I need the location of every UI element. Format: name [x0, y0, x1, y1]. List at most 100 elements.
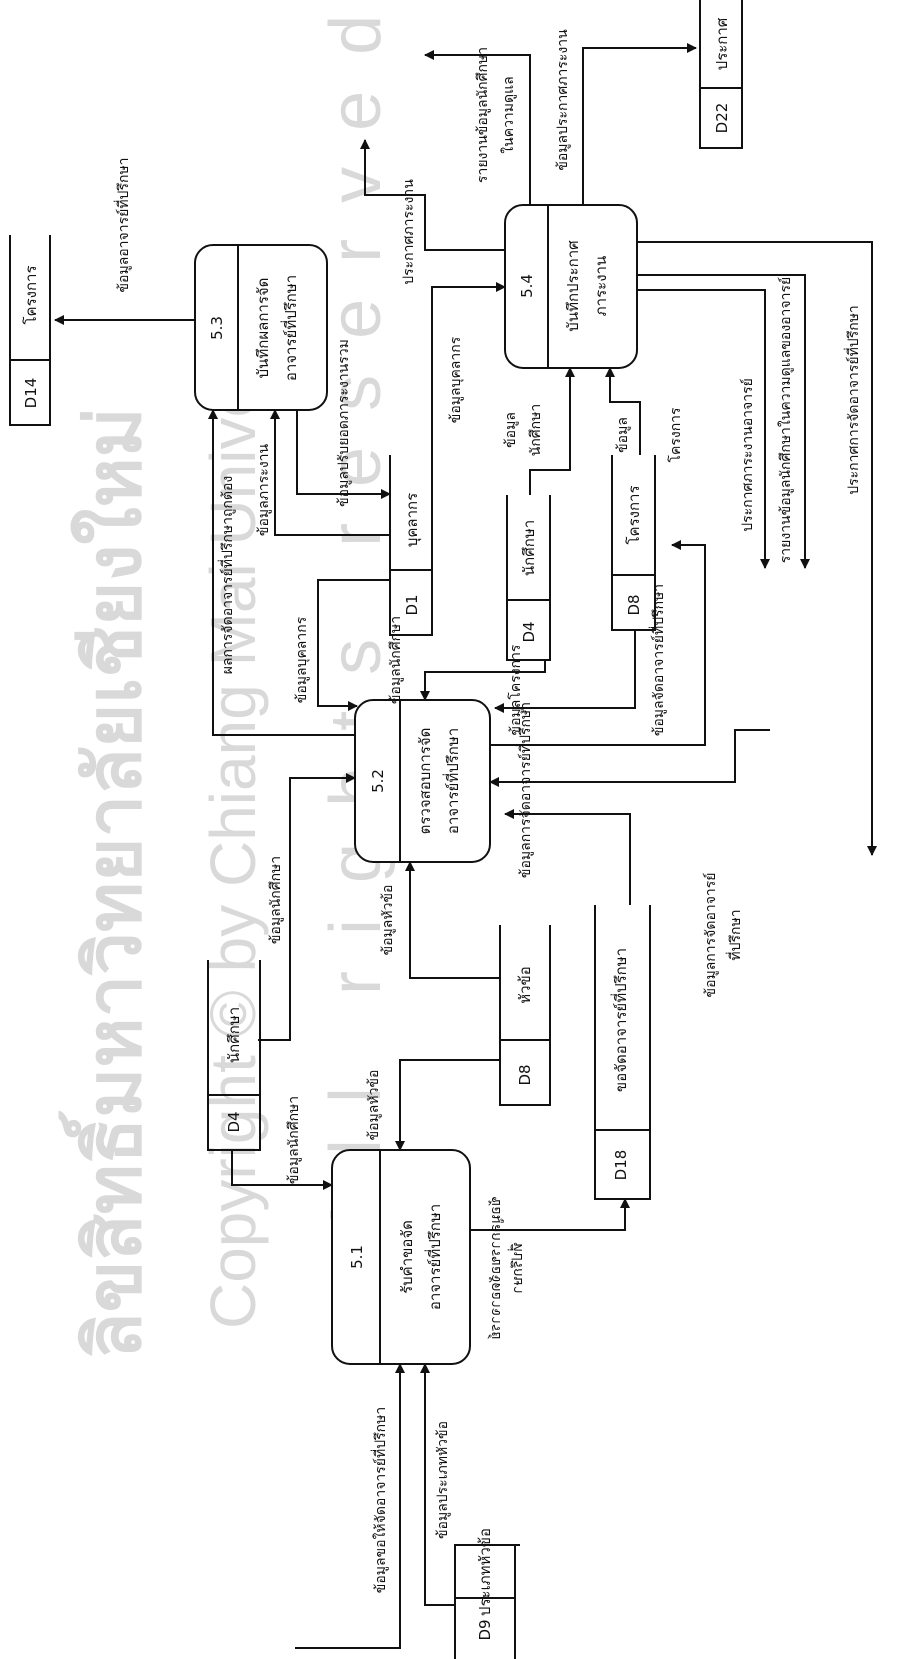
flow-line-f14 — [270, 409, 390, 536]
store-name: หัวข้อ — [516, 966, 534, 1004]
process-id: 5.2 — [369, 769, 387, 793]
flow-label-f3: ข้อมูลนักศึกษา — [286, 1096, 302, 1184]
flow-label-f20: ข้อมูลจัดอาจารย์ที่ปรึกษา — [649, 584, 667, 736]
process-line2: อาจารย์ที่ปรึกษา — [424, 1204, 444, 1310]
store-id: D18 — [612, 1150, 630, 1181]
store-name: ประเภทหัวข้อ — [476, 1528, 494, 1616]
flow-line-f9 — [489, 729, 770, 787]
flow-line-f25 — [637, 274, 810, 569]
flow-label-f26: ประกาศการจัดอาจารย์ที่ปรึกษา — [844, 305, 862, 495]
flow-line-f15 — [296, 410, 391, 499]
process-line2: ภาระงาน — [592, 256, 610, 316]
flow-label-f21: ประกาศภาระงาน — [401, 179, 417, 285]
flow-label-f7: ข้อมูลหัวข้อ — [380, 885, 396, 956]
flow-label-f19: ข้อมูล — [615, 417, 631, 453]
watermark-rights: All rights reserved — [316, 0, 396, 1239]
store-id: D4 — [520, 621, 538, 642]
store-name: โครงการ — [22, 265, 40, 324]
store-id: D8 — [625, 594, 643, 615]
flow-label-f12: ข้อมูลโครงการ — [507, 644, 524, 735]
flow-label-f9: ข้อมูลการจัดอาจารย์ที่ปรึกษา — [516, 702, 534, 878]
flow-label-f15: ข้อมูลปรับยอดภาระงานรวม — [336, 339, 352, 507]
flow-label-f22: รายงานข้อมูลนักศึกษา — [475, 47, 491, 183]
data-store-d18: D18 ขอจัดอาจารย์ที่ปรึกษา — [594, 905, 651, 1200]
flow-label-f8: ข้อมูลการจัดอาจารย์ — [702, 873, 719, 998]
flow-label-f10: ข้อมูลบุคลากร — [294, 616, 310, 703]
data-store-d9: D9 ประเภทหัวข้อ — [454, 1528, 520, 1659]
flow-line-f7 — [405, 861, 500, 979]
data-store-d1: D1 บุคลากร — [389, 455, 433, 636]
data-store-d4-students-2: D4 นักศึกษา — [506, 495, 551, 661]
flow-line-f17 — [431, 282, 506, 460]
process-id: 5.4 — [518, 274, 536, 298]
data-store-d4-students: D4 นักศึกษา — [207, 960, 261, 1151]
process-line1: บันทึกผลการจัด — [254, 278, 272, 379]
flow-label-f5b: ที่ปรึกษา — [508, 1242, 526, 1293]
flow-label-f6: ข้อมูลนักศึกษา — [268, 856, 284, 944]
flow-label-f22b: ในความดูแล — [500, 76, 517, 153]
data-store-d14: D14 โครงการ — [9, 235, 51, 426]
flow-label-f5: ข้อมูลการขอจัดอาจารย์ — [487, 1197, 504, 1340]
process-id: 5.1 — [348, 1245, 366, 1269]
process-id: 5.3 — [208, 316, 226, 340]
store-id: D22 — [713, 103, 731, 134]
flow-label-f8b: ที่ปรึกษา — [726, 909, 744, 960]
flow-line-f1 — [295, 1363, 405, 1649]
flow-line-f20 — [490, 540, 706, 746]
store-id: D8 — [516, 1064, 534, 1085]
flow-line-f11 — [420, 660, 546, 701]
data-store-d8-topics: D8 หัวข้อ — [499, 925, 551, 1106]
flow-label-f18: ข้อมูล — [503, 412, 519, 448]
store-id: D9 — [476, 1619, 494, 1640]
data-store-d8-projects: D8 โครงการ — [611, 455, 656, 631]
store-id: D1 — [403, 594, 421, 615]
flow-label-f16: ข้อมูลอาจารย์ที่ปรึกษา — [114, 157, 132, 292]
flow-line-f23 — [582, 43, 697, 205]
flow-label-f24: ประกาศภาระงานอาจารย์ — [739, 378, 756, 532]
flow-line-f22 — [424, 50, 531, 205]
store-name: นักศึกษา — [225, 1007, 243, 1063]
process-5-2: 5.2 ตรวจสอบการจัด อาจารย์ที่ปรึกษา — [354, 699, 491, 863]
flow-label-f17: ข้อมูลบุคลากร — [448, 336, 464, 423]
process-line2: อาจารย์ที่ปรึกษา — [442, 728, 462, 834]
flow-line-f4 — [395, 1059, 500, 1151]
flow-label-f11: ข้อมูลนักศึกษา — [388, 616, 404, 704]
store-name: โครงการ — [625, 485, 643, 544]
process-5-4: 5.4 บันทึกประกาศ ภาระงาน — [504, 204, 638, 369]
store-id: D4 — [225, 1111, 243, 1132]
flow-label-f18b: นักศึกษา — [528, 404, 544, 457]
watermark-thai: ลิขสิทธิ์มหาวิทยาลัยเชียงใหม่ — [58, 407, 157, 1359]
store-name: ขอจัดอาจารย์ที่ปรึกษา — [610, 948, 630, 1092]
flow-label-f13: ผลการจัดอาจารย์ที่ปรึกษาถูกต้อง — [218, 476, 236, 674]
store-id: D14 — [22, 378, 40, 409]
flow-label-f1: ข้อมูลขอให้จัดอาจารย์ที่ปรึกษา — [371, 1407, 389, 1593]
flow-line-f5 — [470, 1198, 630, 1231]
watermark: ลิขสิทธิ์มหาวิทยาลัยเชียงใหม่ Copyright … — [58, 0, 396, 1359]
flow-line-f2 — [420, 1363, 455, 1606]
flow-label-f4: ข้อมูลหัวข้อ — [366, 1070, 382, 1141]
process-5-3: 5.3 บันทึกผลการจัด อาจารย์ที่ปรึกษา — [194, 244, 328, 411]
flow-line-f6 — [258, 773, 356, 1041]
flow-line-f13 — [208, 409, 355, 736]
process-line2: อาจารย์ที่ปรึกษา — [280, 275, 300, 381]
flow-line-f8 — [504, 809, 631, 905]
flow-label-f14: ข้อมูลภาระงาน — [256, 443, 272, 536]
process-5-1: 5.1 รับคำขอจัด อาจารย์ที่ปรึกษา — [331, 1149, 471, 1365]
process-line1: บันทึกประกาศ — [564, 240, 582, 332]
store-name: ประกาศ — [713, 17, 731, 70]
flow-line-f12 — [494, 630, 636, 713]
flow-line-f3 — [231, 1150, 333, 1190]
flow-line-f19 — [605, 367, 641, 455]
process-line1: ตรวจสอบการจัด — [416, 728, 434, 835]
flow-line-f21 — [360, 139, 505, 251]
flow-label-f2: ข้อมูลประเภทหัวข้อ — [435, 1421, 451, 1539]
process-line1: รับคำขอจัด — [398, 1220, 416, 1294]
flow-line-f24 — [637, 289, 770, 569]
flow-label-f19b: โครงการ — [667, 407, 684, 463]
flow-label-f25: รายงานข้อมูลนักศึกษาในความดูแลของอาจารย์ — [777, 277, 794, 563]
flow-line-f26 — [637, 241, 877, 856]
store-name: นักศึกษา — [520, 520, 538, 576]
data-store-d22: D22 ประกาศ — [699, 0, 743, 149]
flow-label-f23: ข้อมูลประกาศภาระงาน — [555, 29, 571, 171]
